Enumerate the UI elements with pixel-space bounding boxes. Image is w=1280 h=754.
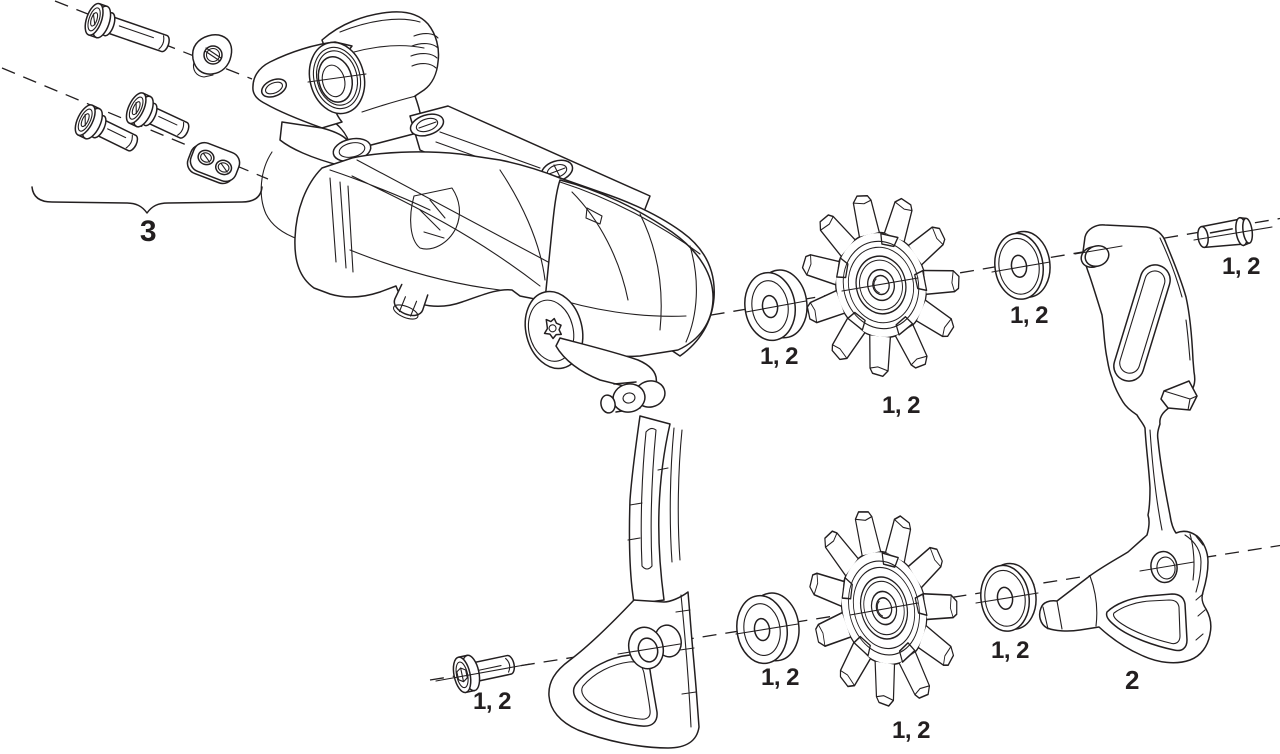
part-centerlines — [307, 73, 1273, 682]
label-inner-cage-plate: 2 — [1125, 665, 1139, 695]
label-upper-pulley: 1, 2 — [882, 392, 920, 419]
derailleur-body — [252, 11, 715, 414]
outer-plate-bottom — [548, 591, 700, 749]
mounting-bolt-1 — [80, 0, 175, 62]
cage-stop-stud — [555, 337, 666, 414]
label-upper-left-washer: 1, 2 — [760, 343, 798, 370]
lower-pulley — [790, 495, 977, 721]
label-upper-right-washer: 1, 2 — [1010, 302, 1048, 329]
cable-clamp-block — [186, 141, 241, 185]
label-bolt-group: 3 — [140, 215, 156, 248]
cable-anchor-washer — [191, 34, 233, 78]
pulley-bolt — [449, 645, 519, 695]
upper-left-washer — [739, 265, 813, 345]
b-adjust-screw — [392, 283, 429, 320]
lower-pulley-assembly — [449, 495, 1042, 721]
label-lower-pulley: 1, 2 — [892, 717, 930, 744]
mounting-bolt-group — [31, 0, 263, 214]
cage-pivot-pin — [1195, 215, 1255, 253]
label-lower-right-washer: 1, 2 — [991, 637, 1029, 664]
group-brace — [31, 186, 263, 214]
body-right-lobe — [544, 179, 714, 358]
outer-cage-plate — [548, 415, 700, 749]
callout-labels: 3 1, 2 1, 2 1, 2 1, 2 1, 2 1, 2 1, 2 1, … — [140, 215, 1261, 744]
lower-left-washer — [731, 588, 805, 668]
upper-right-washer — [989, 227, 1056, 304]
label-pulley-bolt: 1, 2 — [473, 688, 511, 715]
label-cage-pin: 1, 2 — [1222, 253, 1260, 280]
inner-cage-plate — [1038, 224, 1212, 664]
label-lower-left-washer: 1, 2 — [761, 664, 799, 691]
